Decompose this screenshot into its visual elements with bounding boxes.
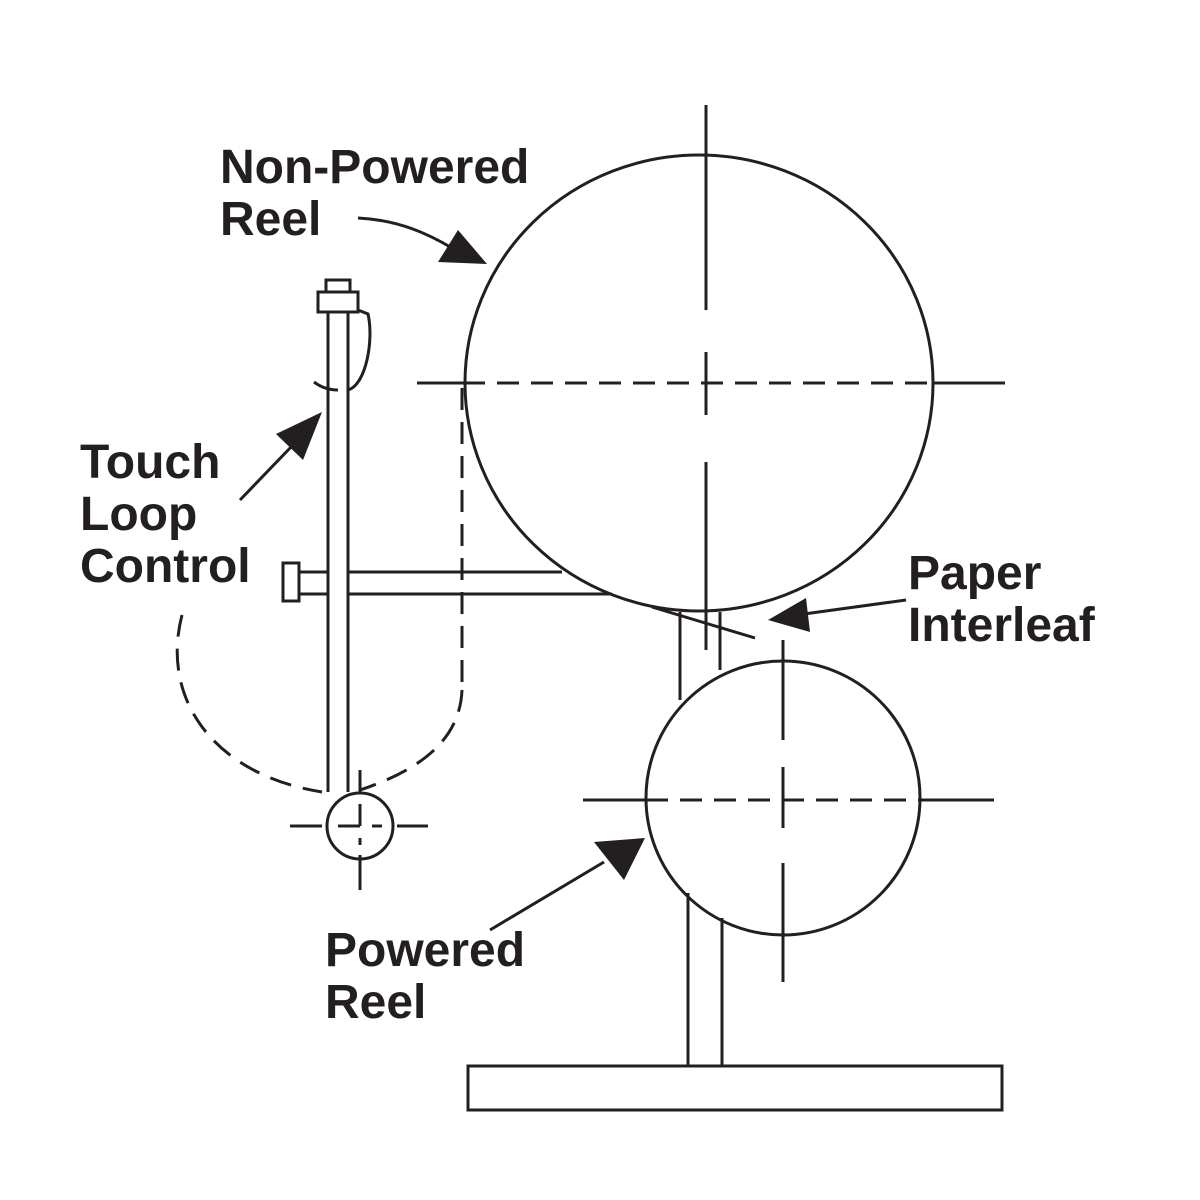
- label-touch-loop-control: Touch Loop Control: [80, 436, 251, 593]
- arrow-non-powered-reel: [357, 216, 487, 264]
- powered-reel: [583, 640, 994, 982]
- center-post: [678, 612, 722, 700]
- label-paper-interleaf: Paper Interleaf: [908, 547, 1095, 652]
- swing-path: [175, 388, 464, 794]
- arrow-touch-loop-control: [238, 412, 322, 502]
- touch-loop-control-arm: [281, 278, 612, 792]
- label-powered-reel: Powered Reel: [325, 924, 526, 1029]
- arrow-powered-reel: [489, 838, 645, 932]
- pivot-roller: [290, 770, 428, 890]
- arrow-paper-interleaf: [768, 598, 907, 632]
- label-non-powered-reel: Non-Powered Reel: [220, 141, 530, 246]
- stand-base: [466, 893, 1004, 1112]
- non-powered-reel: [417, 105, 1005, 650]
- paper-interleaf-strip: [651, 605, 756, 640]
